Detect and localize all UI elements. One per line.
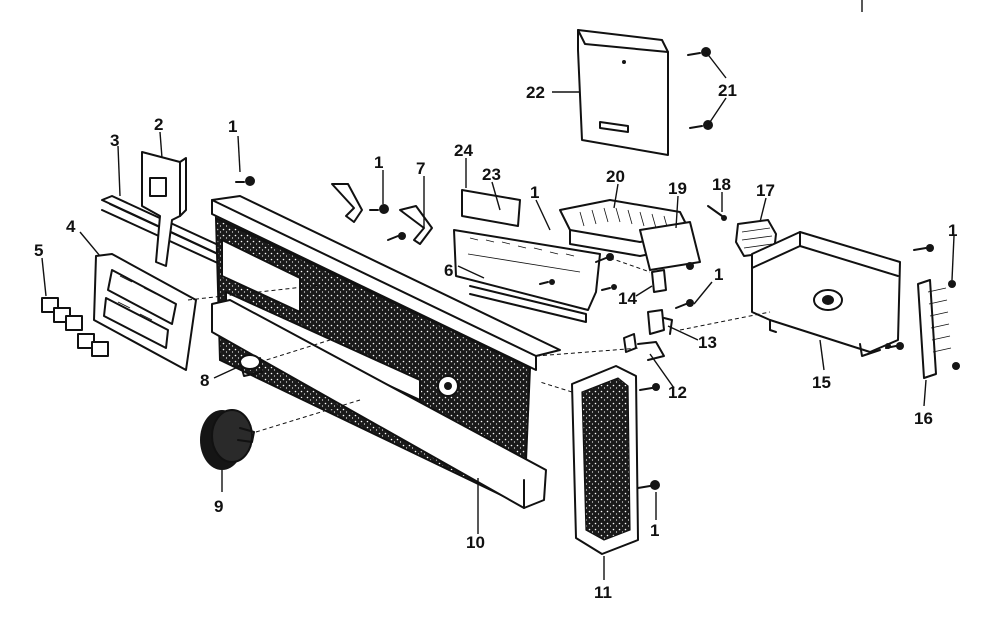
callout-5: 5 [34, 241, 43, 260]
callout-labels: 1 1 1 1 1 1 2 3 4 5 6 7 8 9 10 11 12 13 … [34, 81, 957, 602]
callout-10: 10 [466, 533, 485, 552]
part-12-wire-clips [623, 333, 665, 361]
callout-3: 3 [110, 131, 119, 150]
part-9-knob [200, 409, 255, 470]
callout-16: 16 [914, 409, 933, 428]
callout-8: 8 [200, 371, 209, 390]
part-4-console-plate [93, 253, 197, 371]
callout-1-b: 1 [374, 153, 383, 172]
part-7-bracket [331, 183, 433, 245]
part-13-clip [647, 309, 673, 335]
part-5-buttons [41, 297, 109, 357]
callout-20: 20 [606, 167, 625, 186]
callout-1-f: 1 [948, 221, 957, 240]
part-18-screw [707, 205, 727, 221]
callout-19: 19 [668, 179, 687, 198]
callout-23: 23 [482, 165, 501, 184]
part-19-bracket [639, 221, 701, 271]
part-22-cover-panel [577, 29, 669, 156]
callout-24: 24 [454, 141, 473, 160]
part-15-timer [751, 231, 901, 357]
callout-21: 21 [718, 81, 737, 100]
callout-18: 18 [712, 175, 731, 194]
part-14-clip [651, 269, 667, 293]
callout-17: 17 [756, 181, 775, 200]
part-16-terminal-strip [917, 279, 960, 379]
callout-15: 15 [812, 373, 831, 392]
part-23-dial-card [453, 229, 601, 323]
part-1-screws [235, 176, 934, 490]
part-2-bracket [141, 151, 187, 267]
callout-4: 4 [66, 217, 76, 236]
callout-12: 12 [668, 383, 687, 402]
part-10-control-panel [211, 195, 561, 509]
callout-1-c: 1 [530, 183, 539, 202]
part-21-screws [687, 47, 713, 130]
callout-6: 6 [444, 261, 453, 280]
callout-14: 14 [618, 289, 637, 308]
callout-22: 22 [526, 83, 545, 102]
callout-1-e: 1 [650, 521, 659, 540]
callout-2: 2 [154, 115, 163, 134]
callout-11: 11 [594, 583, 612, 602]
callout-1-d: 1 [714, 265, 723, 284]
part-11-trim-panel [571, 365, 639, 555]
assembly-lines [187, 257, 771, 433]
leader-lines [41, 51, 955, 580]
callout-13: 13 [698, 333, 717, 352]
callout-9: 9 [214, 497, 223, 516]
part-24-plate [461, 189, 521, 227]
callout-1-a: 1 [228, 117, 237, 136]
callout-7: 7 [416, 159, 425, 178]
